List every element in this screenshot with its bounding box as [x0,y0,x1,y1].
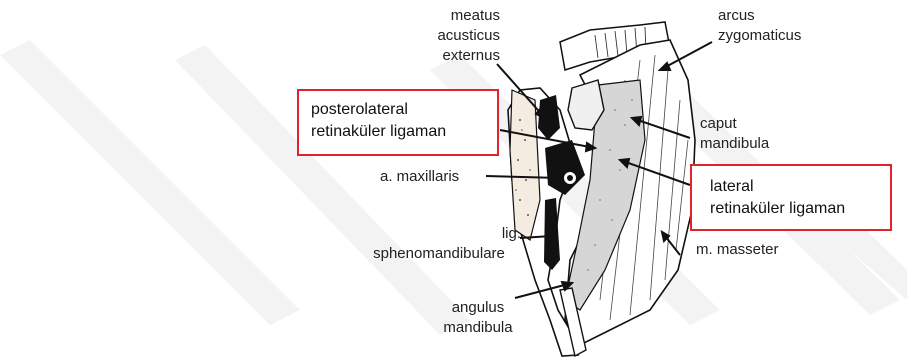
label-angulus: angulus mandibula [433,298,523,338]
label-meatus-line-3: externus [420,46,500,66]
label-lig-line-1: lig. [353,224,525,244]
label-arcus-line-1: arcus [718,6,801,26]
label-caput: caput mandibula [700,114,769,154]
label-meatus-line-1: meatus [420,6,500,26]
label-arcus-line-2: zygomaticus [718,26,801,46]
label-masseter: m. masseter [696,240,779,260]
box-posterolateral: posterolateral retinaküler ligaman [297,89,499,156]
box-posterolateral-line-1: posterolateral [311,99,497,121]
label-maxillaris-text: a. maxillaris [380,168,459,185]
label-meatus: meatus acusticus externus [420,6,500,66]
tympanic-plate [510,90,540,240]
box-lateral-line-2: retinaküler ligaman [710,198,890,220]
label-angulus-line-2: mandibula [433,318,523,338]
label-maxillaris: a. maxillaris [380,167,459,187]
label-caput-line-2: mandibula [700,134,769,154]
label-meatus-line-2: acusticus [420,26,500,46]
label-lig-line-2: sphenomandibulare [353,244,525,264]
label-lig: lig. sphenomandibulare [353,224,525,264]
label-caput-line-1: caput [700,114,769,134]
box-lateral: lateral retinaküler ligaman [690,164,892,231]
label-angulus-line-1: angulus [433,298,523,318]
label-arcus: arcus zygomaticus [718,6,801,46]
label-masseter-text: m. masseter [696,241,779,258]
box-lateral-line-1: lateral [710,176,890,198]
box-posterolateral-line-2: retinaküler ligaman [311,121,497,143]
